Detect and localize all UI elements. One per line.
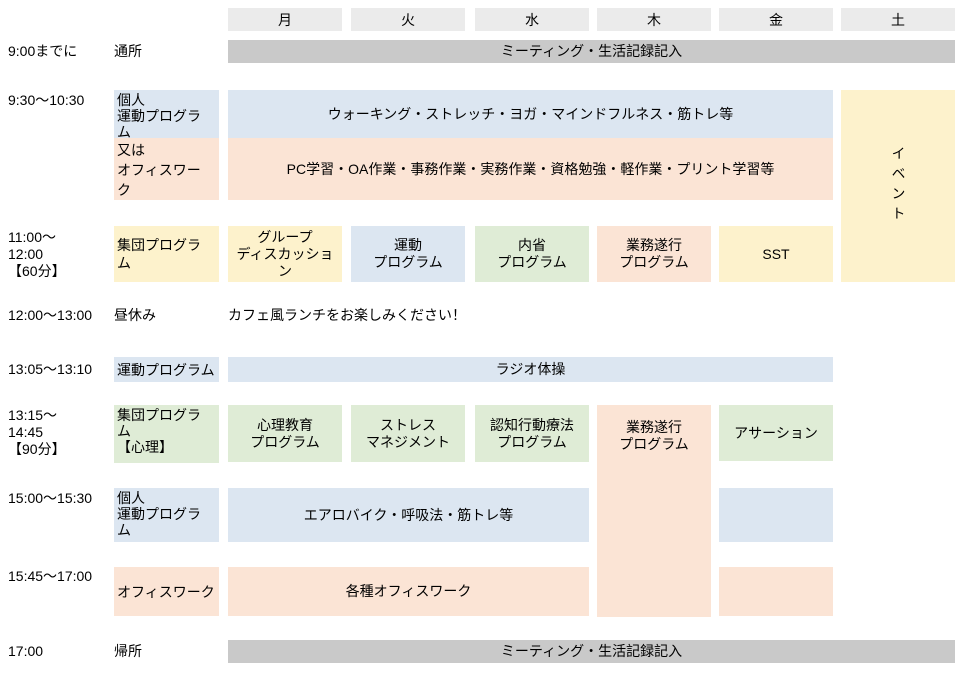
category-morning-office: 又は オフィスワー ク [114, 138, 219, 200]
block-group-am-tue: 運動 プログラム [351, 226, 465, 282]
block-exercise-pm-fri [719, 488, 833, 542]
time-label-group-am: 11:00〜 12:00 【60分】 [8, 229, 66, 279]
block-group-am-wed: 内省 プログラム [475, 226, 589, 282]
bar-arrival-meeting: ミーティング・生活記録記入 [228, 40, 955, 63]
category-departure: 帰所 [114, 643, 142, 659]
time-label-exercise-pm: 15:00〜15:30 [8, 490, 93, 506]
time-label-lunch: 12:00〜13:00 [8, 307, 93, 323]
block-group-am-mon: グループ ディスカッショ ン [228, 226, 342, 282]
bar-departure-meeting: ミーティング・生活記録記入 [228, 640, 955, 663]
text-lunch-content: カフェ風ランチをお楽しみください！ [228, 307, 466, 323]
time-label-arrival: 9:00までに [8, 43, 78, 59]
day-header-fri: 金 [719, 8, 833, 31]
block-group-pm-tue: ストレス マネジメント [351, 405, 465, 462]
category-group-am: 集団プログラ ム [114, 226, 219, 282]
category-office-work: オフィスワーク [114, 567, 219, 616]
category-lunch: 昼休み [114, 307, 156, 323]
day-header-wed: 水 [475, 8, 589, 31]
day-header-mon: 月 [228, 8, 342, 31]
block-group-pm-fri: アサーション [719, 405, 833, 461]
day-header-thu: 木 [597, 8, 711, 31]
bar-office-work: 各種オフィスワーク [228, 567, 589, 616]
time-label-radio: 13:05〜13:10 [8, 361, 93, 377]
block-group-am-thu: 業務遂行 プログラム [597, 226, 711, 282]
day-header-sat: 土 [841, 8, 955, 31]
block-office-work-fri [719, 567, 833, 616]
day-header-tue: 火 [351, 8, 465, 31]
block-group-pm-mon: 心理教育 プログラム [228, 405, 342, 462]
category-group-pm: 集団プログラ ム 【心理】 [114, 405, 219, 463]
block-group-pm-thu-tall: 業務遂行 プログラム [597, 405, 711, 617]
category-exercise-pm: 個人 運動プログラ ム [114, 488, 219, 542]
block-group-am-fri: SST [719, 226, 833, 282]
time-label-group-pm: 13:15〜 14:45 【90分】 [8, 407, 66, 457]
time-label-office-work: 15:45〜17:00 [8, 568, 93, 584]
category-morning-exercise: 個人 運動プログラ ム [114, 90, 219, 140]
category-radio: 運動プログラム [114, 357, 219, 382]
bar-morning-exercise: ウォーキング・ストレッチ・ヨガ・マインドフルネス・筋トレ等 [228, 90, 833, 138]
bar-radio-exercise: ラジオ体操 [228, 357, 833, 382]
block-group-pm-wed: 認知行動療法 プログラム [475, 405, 589, 462]
bar-exercise-pm: エアロバイク・呼吸法・筋トレ等 [228, 488, 589, 542]
category-arrival: 通所 [114, 43, 142, 59]
bar-morning-office: PC学習・OA作業・事務作業・実務作業・資格勉強・軽作業・プリント学習等 [228, 138, 833, 200]
block-saturday-event: イベント [841, 90, 955, 282]
time-label-morning-program: 9:30〜10:30 [8, 92, 85, 108]
time-label-departure: 17:00 [8, 643, 44, 659]
